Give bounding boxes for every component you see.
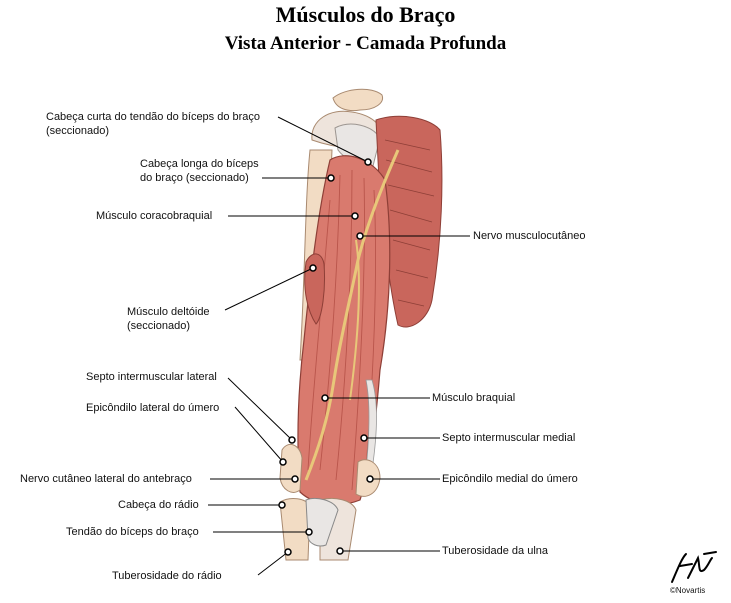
acromion-bone [332,88,384,112]
brachialis-striations [307,169,376,491]
netter-signature [671,551,717,583]
label-ulnar-tuberosity: Tuberosidade da ulna [442,545,549,557]
copyright-text: ©Novartis [670,586,706,595]
label-musculocutaneous: Nervo musculocutâneo [473,230,586,242]
leader-lines [208,116,470,576]
nerve-branch [349,239,360,401]
label-medial-epicondyle: Epicôndilo medial do úmero [442,473,578,485]
label-short-head: Cabeça curta do tendão do bíceps do braç… [46,111,261,137]
label-radius-head: Cabeça do rádio [118,499,199,511]
label-lateral-cutaneous: Nervo cutâneo lateral do antebraço [20,473,192,485]
label-lateral-epicondyle: Epicôndilo lateral do úmero [86,402,220,414]
diagram-subtitle: Vista Anterior - Camada Profunda [224,33,507,54]
diagram-title: Músculos do Braço [275,2,456,27]
pointer-dots [278,158,374,556]
musculocutaneous-nerve-path [304,149,400,481]
pectoralis-striations [384,139,435,307]
label-coracobrachialis: Músculo coracobraquial [96,210,213,222]
deltoid-cut [304,253,325,325]
label-lateral-septum: Septo intermuscular lateral [86,371,217,383]
label-brachialis: Músculo braquial [432,392,516,404]
label-radial-tuberosity: Tuberosidade do rádio [112,570,222,582]
label-long-head: Cabeça longa do bíceps do braço (seccion… [140,158,259,184]
radius-bone [279,498,311,561]
biceps-tendon [305,497,339,547]
lateral-epicondyle-bone [279,443,303,493]
label-medial-septum: Septo intermuscular medial [442,432,576,444]
label-deltoid: Músculo deltóide (seccionado) [127,306,210,332]
label-biceps-tendon: Tendão do bíceps do braço [66,526,199,538]
